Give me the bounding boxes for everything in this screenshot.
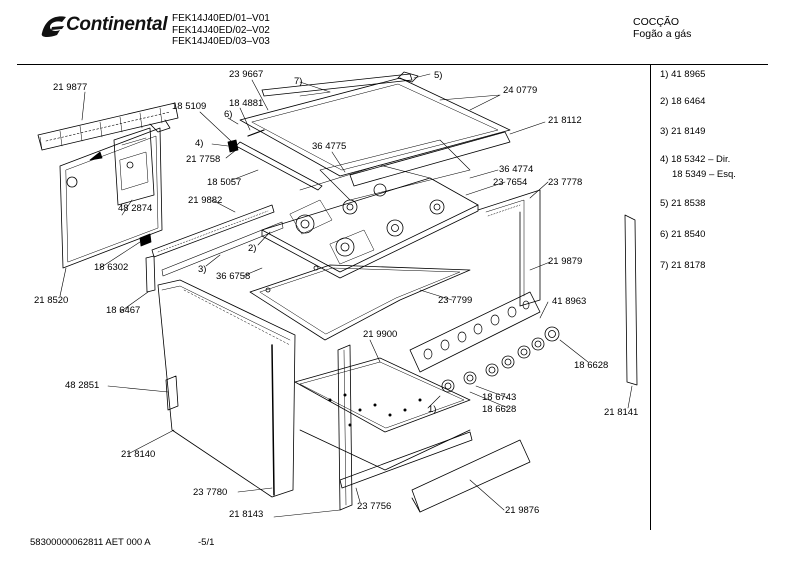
continental-logo-mark	[41, 16, 66, 38]
left-side-panel	[157, 279, 296, 498]
rear-wall-panel	[59, 127, 163, 269]
label-237799: 23 7799	[438, 295, 473, 306]
label-239667: 23 9667	[229, 69, 264, 80]
label-240779: 24 0779	[503, 85, 538, 96]
kick-plate	[411, 439, 531, 513]
label-364774: 36 4774	[499, 164, 534, 175]
header-rule	[17, 64, 768, 65]
model-list: FEK14J40ED/01–V01 FEK14J40ED/02–V02 FEK1…	[172, 13, 270, 48]
label-186302: 18 6302	[94, 262, 129, 273]
back-bracket	[113, 127, 155, 206]
category-subtitle: Fogão a gás	[633, 28, 692, 40]
label-ref7: 7)	[294, 76, 303, 87]
model-3: FEK14J40ED/03–V03	[172, 36, 270, 47]
legend-item-1: 1) 41 8965	[660, 69, 706, 80]
category-title: COCÇÃO	[633, 16, 680, 28]
model-1: FEK14J40ED/01–V01	[172, 13, 270, 24]
side-rail	[151, 204, 275, 258]
label-482851: 48 2851	[65, 380, 100, 391]
label-218143: 21 8143	[229, 509, 264, 520]
label-418963: 41 8963	[552, 296, 587, 307]
label-237654: 23 7654	[493, 177, 528, 188]
burner-grid	[295, 183, 445, 257]
cooktop-with-burners	[261, 139, 479, 279]
legend-item-7: 7) 21 8178	[660, 260, 706, 271]
right-side-strip	[624, 214, 638, 386]
label-217758: 21 7758	[186, 154, 221, 165]
document-number: 58300000062811 AET 000 A	[30, 537, 151, 548]
legend-item-2: 2) 18 6464	[660, 96, 706, 107]
label-ref3: 3)	[198, 264, 207, 275]
label-219877: 21 9877	[53, 82, 88, 93]
label-219876: 21 9876	[505, 505, 540, 516]
label-218520: 21 8520	[34, 295, 69, 306]
label-185057: 18 5057	[207, 177, 242, 188]
label-364775: 36 4775	[312, 141, 347, 152]
label-219882: 21 9882	[188, 195, 223, 206]
oven-tray	[249, 264, 471, 341]
leader-lines	[59, 73, 633, 518]
label-186743: 18 6743	[482, 392, 517, 403]
oven-body	[294, 357, 471, 471]
glass-lid	[239, 71, 511, 177]
legend-item-6: 6) 21 8540	[660, 229, 706, 240]
front-left-post	[337, 344, 353, 511]
model-2: FEK14J40ED/02–V02	[172, 24, 270, 36]
label-482874: 48 2874	[118, 203, 153, 214]
control-panel	[409, 291, 560, 393]
right-side-frame	[477, 189, 541, 307]
label-237756: 23 7756	[357, 501, 392, 512]
label-ref6: 6)	[224, 109, 233, 120]
rear-panel-wiring	[37, 102, 179, 151]
label-186467: 18 6467	[106, 305, 141, 316]
label-186628-b: 18 6628	[482, 404, 517, 415]
bottom-strip	[339, 431, 473, 489]
page-number: -5/1	[198, 537, 215, 548]
strip-ref3	[161, 221, 284, 277]
legend-divider	[650, 64, 651, 530]
label-237778: 23 7778	[548, 177, 583, 188]
backsplash-218112	[349, 131, 511, 187]
label-237780: 23 7780	[193, 487, 228, 498]
label-219879: 21 9879	[548, 256, 583, 267]
label-ref1: 1)	[428, 404, 437, 415]
legend-item-4: 4) 18 5342 – Dir.	[660, 154, 731, 165]
clip-186302	[139, 233, 152, 247]
knobs	[441, 326, 560, 393]
label-ref2: 2)	[248, 243, 257, 254]
label-186628-a: 18 6628	[574, 360, 609, 371]
label-219900: 21 9900	[363, 329, 398, 340]
handle-482851	[165, 375, 179, 411]
label-366758: 36 6758	[216, 271, 251, 282]
legend-item-5: 5) 21 8538	[660, 198, 706, 209]
lid-side-trims	[227, 129, 323, 191]
label-ref4: 4)	[195, 138, 204, 149]
label-184881: 18 4881	[229, 98, 264, 109]
legend-item-3: 3) 21 8149	[660, 126, 706, 137]
category-block: COCÇÃO Fogão a gás	[633, 16, 691, 40]
label-218140: 21 8140	[121, 449, 156, 460]
label-218141: 21 8141	[604, 407, 639, 418]
legend-item-4b: 18 5349 – Esq.	[672, 169, 736, 180]
brand-name: Continental	[66, 14, 168, 35]
label-185109: 18 5109	[172, 101, 207, 112]
label-ref5: 5)	[434, 70, 443, 81]
label-218112: 21 8112	[548, 115, 582, 126]
bracket-186467	[145, 255, 156, 293]
